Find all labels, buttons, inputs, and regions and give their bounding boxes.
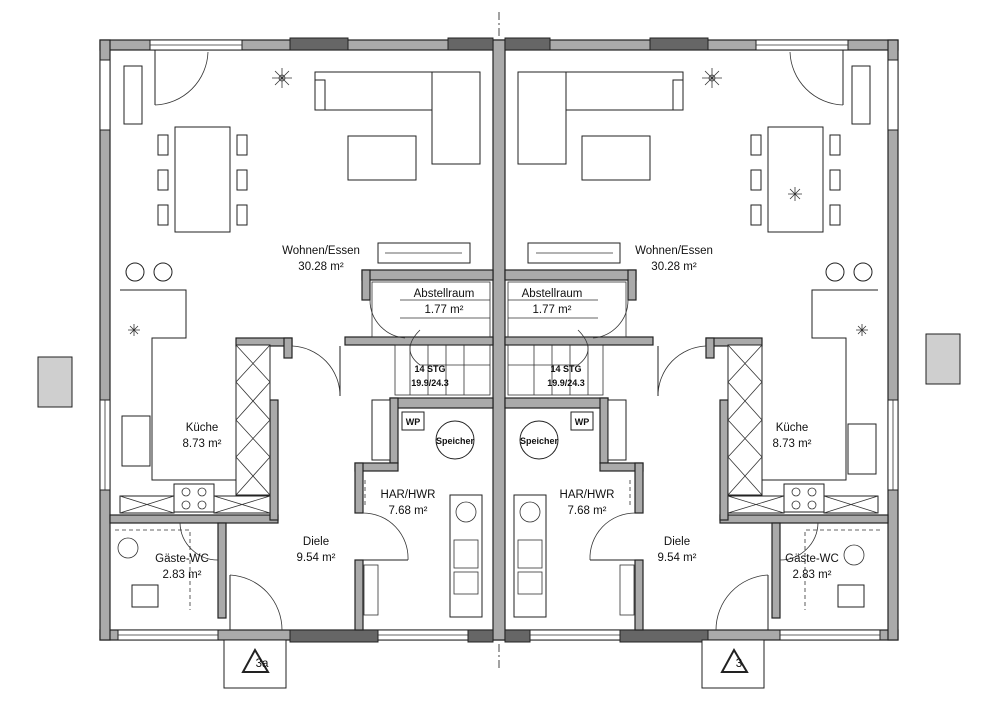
stairs-left xyxy=(371,281,491,461)
room-name-har-left: HAR/HWR xyxy=(381,489,436,501)
room-area-diele-left: 9.54 m² xyxy=(297,552,336,564)
room-area-abstell-right: 1.77 m² xyxy=(533,304,572,316)
entrance-labels: 3a 3 xyxy=(256,658,743,670)
stair-steps-right: 14 STG xyxy=(550,364,581,374)
wp-label-left: WP xyxy=(406,417,421,427)
wc-fixtures xyxy=(115,529,880,610)
room-name-kueche-right: Küche xyxy=(776,422,809,434)
stair-labels: 14 STG 19.9/24.3 14 STG 19.9/24.3 xyxy=(411,364,585,388)
wp-label-right: WP xyxy=(575,417,590,427)
exterior-walls xyxy=(99,39,899,641)
marker-right xyxy=(925,333,961,385)
room-area-wohnen-right: 30.28 m² xyxy=(651,261,697,273)
windows-side xyxy=(99,59,899,491)
room-name-wohnen-left: Wohnen/Essen xyxy=(282,245,360,257)
room-name-abstell-right: Abstellraum xyxy=(522,288,583,300)
kitchen-right xyxy=(727,289,879,516)
room-area-kueche-left: 8.73 m² xyxy=(183,438,222,450)
plant-icons xyxy=(123,65,871,336)
room-area-wc-right: 2.83 m² xyxy=(793,569,832,581)
entrance-steps xyxy=(223,639,765,689)
interior-walls-right xyxy=(504,269,889,631)
room-name-kueche-left: Küche xyxy=(186,422,219,434)
speicher-label-left: Speicher xyxy=(436,436,475,446)
room-area-abstell-left: 1.77 m² xyxy=(425,304,464,316)
kitchen-left xyxy=(119,289,271,516)
interior-walls-left xyxy=(109,269,494,631)
living-furniture-right xyxy=(517,71,873,282)
windows-bottom xyxy=(117,629,881,643)
room-area-har-left: 7.68 m² xyxy=(389,505,428,517)
marker-left xyxy=(37,356,73,408)
room-name-wc-right: Gäste-WC xyxy=(785,553,839,565)
entrance-label-left: 3a xyxy=(256,658,269,670)
room-name-diele-left: Diele xyxy=(303,536,329,548)
room-name-abstell-left: Abstellraum xyxy=(414,288,475,300)
stair-ratio-right: 19.9/24.3 xyxy=(547,378,585,388)
room-name-wc-left: Gäste-WC xyxy=(155,553,209,565)
room-name-har-right: HAR/HWR xyxy=(560,489,615,501)
har-equipment-left xyxy=(363,411,483,618)
room-area-har-right: 7.68 m² xyxy=(568,505,607,517)
room-area-kueche-right: 8.73 m² xyxy=(773,438,812,450)
windows-top xyxy=(149,37,849,51)
room-area-wc-left: 2.83 m² xyxy=(163,569,202,581)
room-name-diele-right: Diele xyxy=(664,536,690,548)
living-furniture-left xyxy=(125,71,481,282)
stair-steps-left: 14 STG xyxy=(414,364,445,374)
stair-ratio-left: 19.9/24.3 xyxy=(411,378,449,388)
room-area-wohnen-left: 30.28 m² xyxy=(298,261,344,273)
room-name-wohnen-right: Wohnen/Essen xyxy=(635,245,713,257)
equipment-labels: WP WP Speicher Speicher xyxy=(406,417,590,446)
room-labels: Wohnen/Essen 30.28 m² Wohnen/Essen 30.28… xyxy=(155,245,839,581)
stairs-right xyxy=(507,281,627,461)
room-area-diele-right: 9.54 m² xyxy=(658,552,697,564)
har-equipment-right xyxy=(513,411,635,618)
entrance-label-right: 3 xyxy=(736,658,742,670)
speicher-label-right: Speicher xyxy=(520,436,559,446)
